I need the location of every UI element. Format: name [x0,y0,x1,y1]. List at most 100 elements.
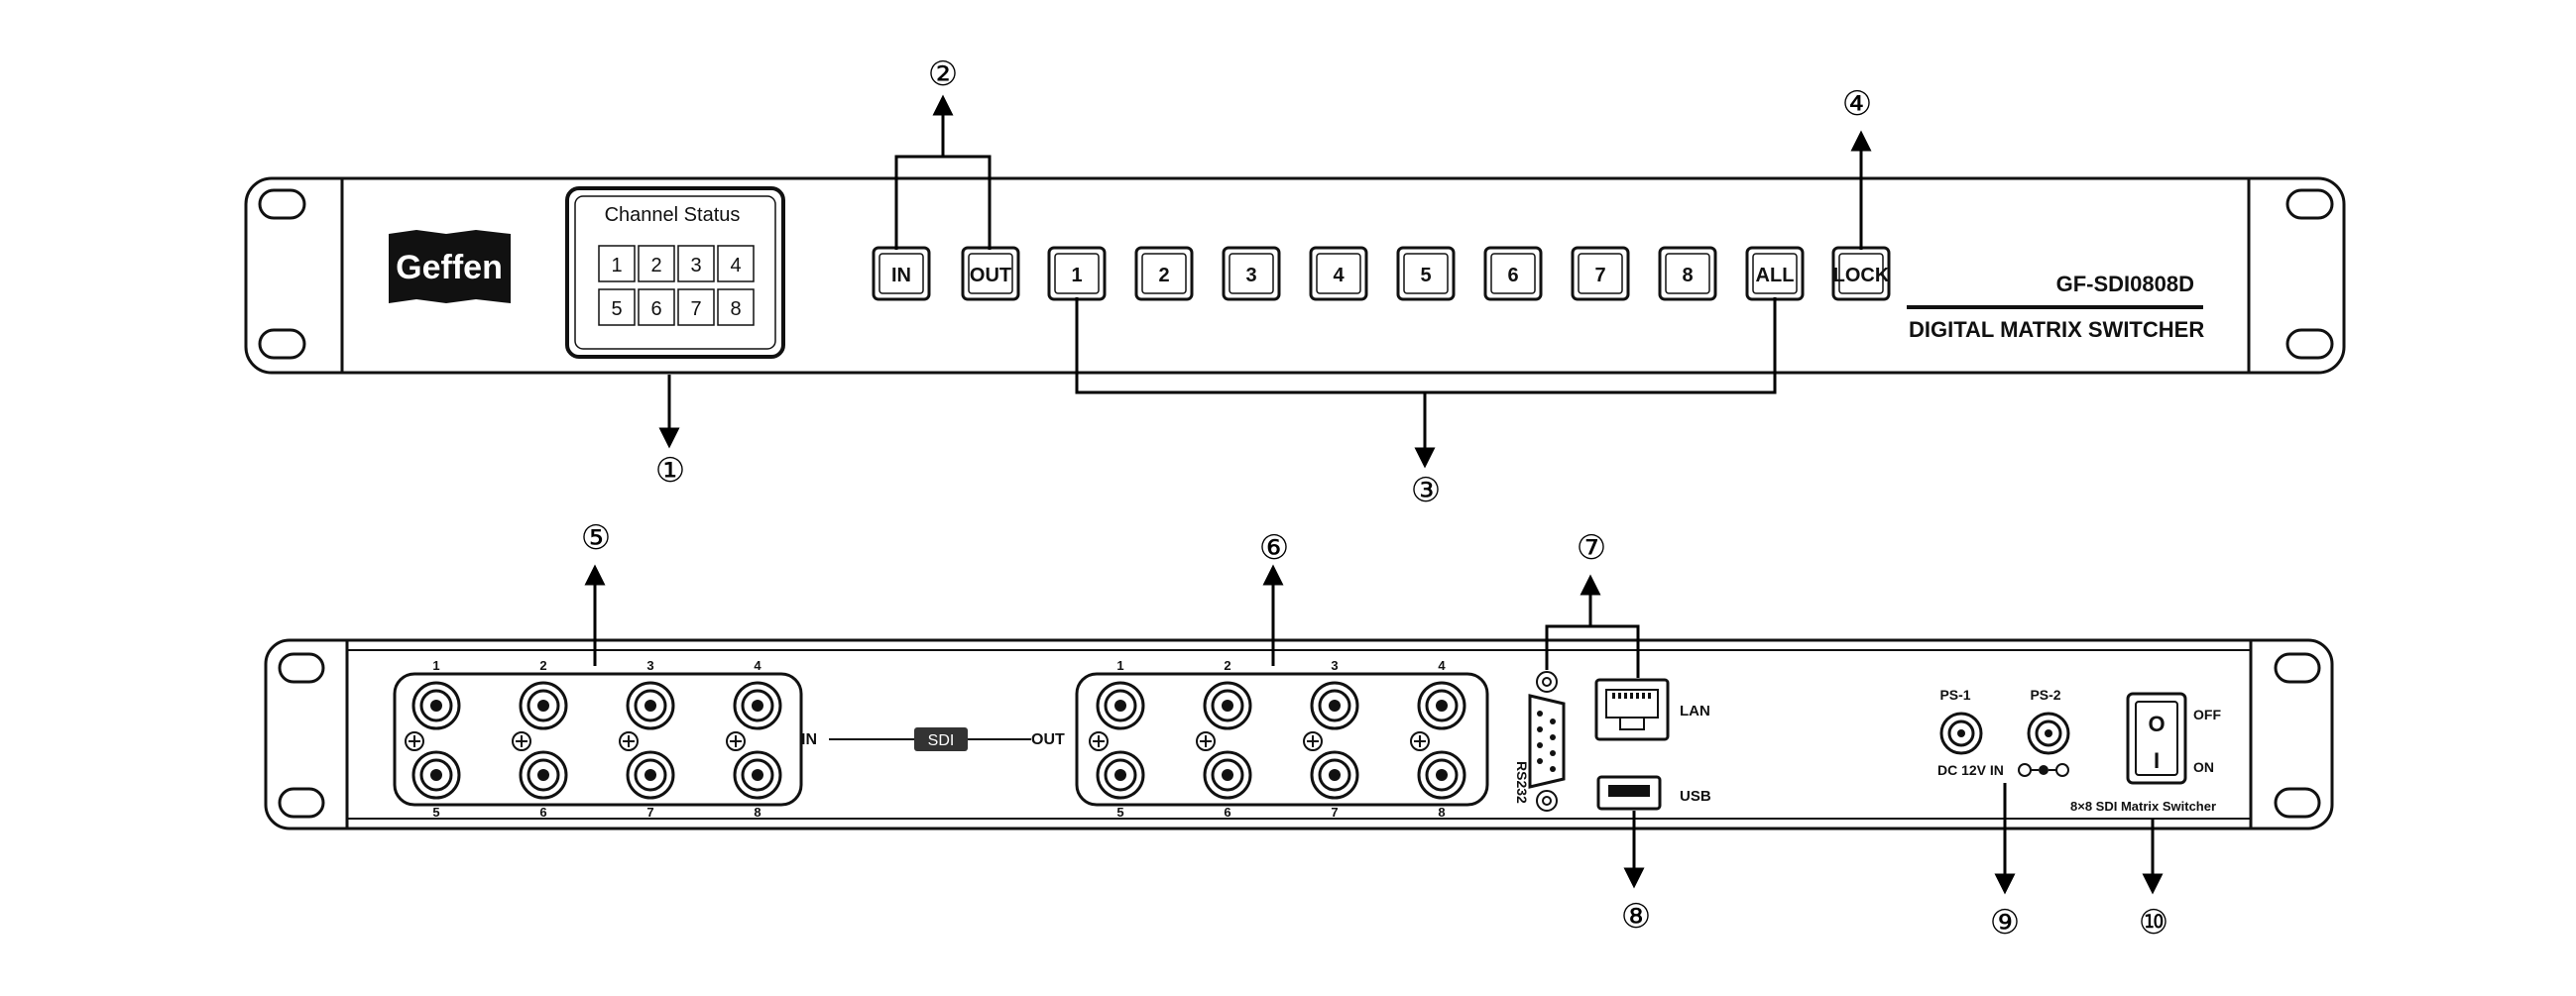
usb-port[interactable]: USB [1596,775,1711,811]
model-number: GF-SDI0808D [2056,272,2194,296]
channel-status-title: Channel Status [605,204,741,226]
switch-off-mark: O [2148,712,2165,736]
channel-button-5[interactable]: 5 [1396,246,1456,301]
ps2-power-jack[interactable] [2027,712,2070,755]
rs232-label: RS232 [1514,761,1530,804]
callout-2: ② [928,55,958,94]
channel-button-7[interactable]: 7 [1571,246,1630,301]
callout-9: ⑨ [1990,903,2020,942]
callout-6: ⑥ [1259,528,1289,568]
mount-hole-icon [278,652,325,684]
mount-hole-icon [278,787,325,819]
sdi-label: SDI [928,732,955,749]
screw-icon [1196,731,1216,751]
input-bnc-5[interactable] [411,750,461,800]
channel-button-8[interactable]: 8 [1658,246,1717,301]
output-bnc-6[interactable] [1203,750,1252,800]
screw-icon [512,731,531,751]
in-button-label: IN [891,265,911,286]
input-port-number: 3 [646,658,653,673]
channel-status-cell: 7 [677,288,715,326]
channel-status-cell: 3 [677,245,715,282]
input-port-number: 6 [539,805,546,820]
channel-button-8-label: 8 [1682,265,1693,286]
ps1-power-jack[interactable] [1939,712,1983,755]
channel-number: 1 [611,255,622,277]
channel-button-4-label: 4 [1333,265,1345,286]
screw-icon [1303,731,1323,751]
input-port-number: 7 [646,805,653,820]
output-bnc-2[interactable] [1203,681,1252,730]
mount-hole-icon [2285,328,2334,360]
callout-5: ⑤ [581,518,611,558]
channel-button-1[interactable]: 1 [1047,246,1107,301]
output-bnc-7[interactable] [1310,750,1359,800]
input-bnc-7[interactable] [626,750,675,800]
channel-status-cell: 2 [638,245,675,282]
lock-button[interactable]: LOCK [1831,246,1891,301]
channel-button-6-label: 6 [1507,265,1518,286]
front-callouts: ① ② ③ ④ [655,55,1872,510]
output-port-number: 7 [1331,805,1338,820]
input-bnc-2[interactable] [519,681,568,730]
channel-button-3[interactable]: 3 [1222,246,1281,301]
output-bnc-1[interactable] [1096,681,1145,730]
channel-button-1-label: 1 [1071,265,1082,286]
output-bnc-8[interactable] [1417,750,1466,800]
in-button[interactable]: IN [872,246,931,301]
switch-off-label: OFF [2193,707,2221,722]
channel-button-4[interactable]: 4 [1309,246,1368,301]
channel-button-6[interactable]: 6 [1483,246,1543,301]
ps1-label: PS-1 [1939,687,1970,703]
channel-number: 3 [690,255,701,277]
mount-hole-icon [258,188,306,220]
callout-8: ⑧ [1621,897,1651,937]
channel-number: 7 [690,298,701,320]
input-port-number: 4 [754,658,761,673]
output-port-number: 5 [1116,805,1123,820]
rs232-port[interactable]: RS232 [1514,671,1566,812]
usb-label: USB [1680,788,1711,805]
input-bnc-1[interactable] [411,681,461,730]
input-bnc-8[interactable] [733,750,782,800]
channel-status-cell: 5 [598,288,636,326]
callout-4: ④ [1842,84,1872,124]
channel-number: 8 [730,298,741,320]
channel-button-2-label: 2 [1158,265,1169,286]
callout-7: ⑦ [1577,528,1606,568]
screw-icon [619,731,639,751]
channel-number: 5 [611,298,622,320]
screw-icon [1089,731,1109,751]
rear-callouts: ⑤ ⑥ ⑦ ⑧ ⑨ ⑩ [581,518,2168,942]
output-bnc-4[interactable] [1417,681,1466,730]
sdi-input-group [393,672,803,807]
output-bnc-3[interactable] [1310,681,1359,730]
lan-port[interactable]: LAN [1594,678,1710,741]
output-port-number: 4 [1438,658,1446,673]
input-bnc-3[interactable] [626,681,675,730]
rear-panel-chassis [264,638,2334,830]
input-bnc-4[interactable] [733,681,782,730]
output-port-number: 3 [1331,658,1338,673]
polarity-icon [2018,763,2069,777]
channel-status-cell: 4 [717,245,755,282]
screw-icon [726,731,746,751]
input-bnc-6[interactable] [519,750,568,800]
output-bnc-5[interactable] [1096,750,1145,800]
mount-hole-icon [2285,188,2334,220]
geffen-logo: Geffen [389,230,511,303]
power-switch[interactable]: O I OFF ON [2126,692,2221,785]
callout-1: ① [655,451,685,491]
dc-input-label: DC 12V IN [1937,762,2004,778]
lan-label: LAN [1680,703,1710,719]
channel-status-cell: 6 [638,288,675,326]
callout-3: ③ [1411,471,1441,510]
out-button[interactable]: OUT [961,246,1020,301]
channel-button-3-label: 3 [1245,265,1256,286]
channel-button-2[interactable]: 2 [1134,246,1194,301]
front-panel-chassis [244,176,2346,375]
channel-status-cell: 8 [717,288,755,326]
all-button[interactable]: ALL [1745,246,1805,301]
